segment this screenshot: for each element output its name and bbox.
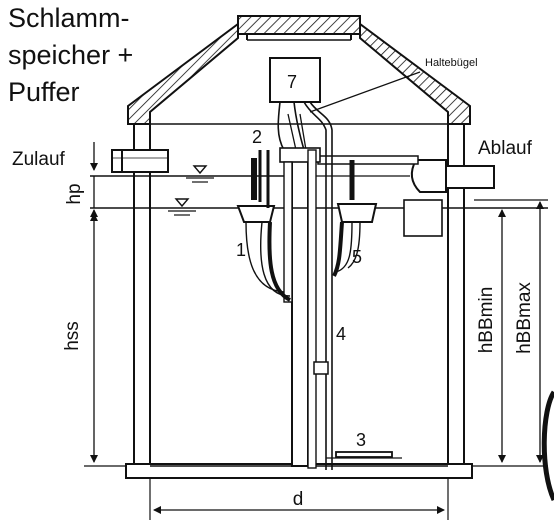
- bottom-plate-3: [326, 451, 402, 459]
- hss-label: hss: [62, 321, 83, 351]
- pump-5: [332, 160, 378, 277]
- inlet-pipe: [111, 149, 169, 173]
- title-line-3: Puffer: [8, 77, 80, 107]
- control-box-7: [269, 57, 321, 103]
- edge-curve: [541, 390, 554, 502]
- central-risers: [279, 147, 329, 469]
- outlet-box: [403, 199, 443, 237]
- pipe-clamp: [313, 361, 329, 375]
- pump-1: [236, 158, 292, 302]
- dim-hss: [84, 213, 126, 467]
- outlet-label: Ablauf: [478, 138, 533, 159]
- component-3-label: 3: [356, 430, 366, 450]
- bracket-leader: [309, 71, 421, 113]
- water-levels: [90, 165, 548, 216]
- bracket-label: Haltebügel: [425, 57, 478, 69]
- water-level-lower-icon: [174, 198, 190, 208]
- hbbmax-label: hBBmax: [514, 282, 535, 354]
- pump-2: [258, 150, 270, 208]
- hbbmin-label: hBBmin: [476, 287, 497, 354]
- manhole-cover: [237, 15, 361, 35]
- d-label: d: [293, 489, 304, 510]
- component-2-label: 2: [252, 127, 262, 147]
- outlet-pipe: [317, 155, 495, 237]
- dim-d: [149, 478, 449, 520]
- inlet-label: Zulauf: [12, 149, 66, 170]
- title-line-1: Schlamm-: [8, 3, 130, 33]
- component-5-label: 5: [352, 247, 362, 267]
- title-line-2: speicher +: [8, 40, 133, 70]
- control-unit: [269, 57, 421, 470]
- component-4-label: 4: [336, 324, 346, 344]
- component-7-label: 7: [287, 72, 297, 92]
- partition-wall: [291, 149, 309, 467]
- tank-walls: [125, 123, 473, 479]
- dim-hbbmin: [472, 209, 548, 467]
- component-1-label: 1: [236, 240, 246, 260]
- water-level-upper-icon: [192, 165, 208, 175]
- hp-label: hp: [64, 183, 85, 204]
